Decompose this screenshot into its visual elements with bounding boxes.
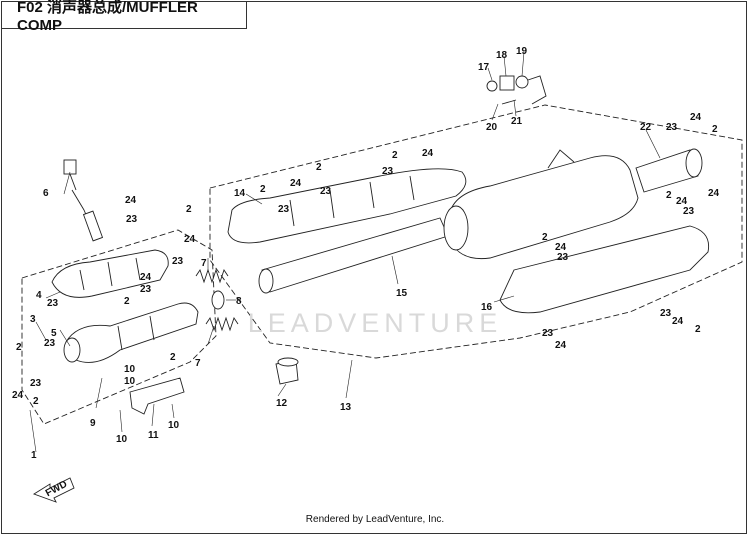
callout-8: 8 bbox=[236, 296, 242, 307]
callout-24: 24 bbox=[676, 196, 688, 207]
callout-24: 24 bbox=[140, 272, 152, 283]
fwd-arrow-icon bbox=[32, 477, 75, 503]
rear-assembly-outline bbox=[209, 104, 743, 359]
callout-10: 10 bbox=[124, 376, 136, 387]
callout-23: 23 bbox=[542, 328, 554, 339]
footer-credit: Rendered by LeadVenture, Inc. bbox=[305, 514, 445, 525]
callout-2: 2 bbox=[186, 204, 192, 215]
callout-2: 2 bbox=[16, 342, 22, 353]
callout-2: 2 bbox=[712, 124, 718, 135]
spring-lower bbox=[205, 316, 239, 332]
o2-sensor bbox=[63, 159, 104, 242]
callout-23: 23 bbox=[140, 284, 152, 295]
callout-2: 2 bbox=[316, 162, 322, 173]
callout-22: 22 bbox=[640, 122, 652, 133]
grommet bbox=[275, 357, 299, 385]
callout-2: 2 bbox=[124, 296, 130, 307]
muffler-heat-shield bbox=[499, 225, 710, 314]
callout-20: 20 bbox=[486, 122, 498, 133]
callout-11: 11 bbox=[148, 430, 159, 441]
watermark: LEADVENTURE bbox=[247, 308, 503, 338]
callout-2: 2 bbox=[695, 324, 701, 335]
callout-12: 12 bbox=[276, 398, 288, 409]
callout-23: 23 bbox=[44, 338, 56, 349]
callout-23: 23 bbox=[683, 206, 695, 217]
callout-23: 23 bbox=[660, 308, 672, 319]
callout-24: 24 bbox=[555, 340, 567, 351]
callout-5: 5 bbox=[51, 328, 57, 339]
callout-23: 23 bbox=[126, 214, 138, 225]
callout-24: 24 bbox=[12, 390, 24, 401]
front-pipe bbox=[63, 302, 199, 363]
callout-10: 10 bbox=[124, 364, 136, 375]
callout-23: 23 bbox=[382, 166, 394, 177]
callout-10: 10 bbox=[116, 434, 128, 445]
callout-23: 23 bbox=[557, 252, 569, 263]
mount-bracket bbox=[129, 377, 185, 415]
callout-2: 2 bbox=[392, 150, 398, 161]
callout-7: 7 bbox=[195, 358, 201, 369]
callout-23: 23 bbox=[278, 204, 290, 215]
gasket bbox=[211, 290, 225, 310]
callout-7: 7 bbox=[201, 258, 207, 269]
callout-10: 10 bbox=[168, 420, 180, 431]
mid-pipe-heat-shield bbox=[227, 168, 467, 244]
callout-21: 21 bbox=[511, 116, 523, 127]
callout-16: 16 bbox=[481, 302, 493, 313]
callout-14: 14 bbox=[234, 188, 246, 199]
callout-17: 17 bbox=[478, 62, 490, 73]
callout-labels: 1 2 2 2 2 2 2 2 2 2 2 2 2 3 4 5 6 7 7 8 … bbox=[12, 46, 720, 499]
callout-24: 24 bbox=[125, 195, 137, 206]
callout-24: 24 bbox=[290, 178, 302, 189]
leader-lines bbox=[29, 51, 661, 453]
callout-23: 23 bbox=[320, 186, 332, 197]
callout-24: 24 bbox=[708, 188, 720, 199]
callout-24: 24 bbox=[672, 316, 684, 327]
callout-23: 23 bbox=[30, 378, 42, 389]
callout-2: 2 bbox=[33, 396, 39, 407]
callout-9: 9 bbox=[90, 418, 96, 429]
callout-2: 2 bbox=[542, 232, 548, 243]
callout-4: 4 bbox=[36, 290, 42, 301]
callout-24: 24 bbox=[184, 234, 196, 245]
callout-23: 23 bbox=[47, 298, 59, 309]
callout-13: 13 bbox=[340, 402, 352, 413]
muffler-hanger bbox=[486, 75, 547, 105]
callout-15: 15 bbox=[396, 288, 408, 299]
callout-2: 2 bbox=[666, 190, 672, 201]
callout-2: 2 bbox=[170, 352, 176, 363]
callout-18: 18 bbox=[496, 50, 508, 61]
callout-1: 1 bbox=[31, 450, 37, 461]
callout-2: 2 bbox=[260, 184, 266, 195]
callout-23: 23 bbox=[172, 256, 184, 267]
callout-6: 6 bbox=[43, 188, 49, 199]
front-assembly-outline bbox=[21, 229, 217, 425]
callout-3: 3 bbox=[30, 314, 36, 325]
callout-24: 24 bbox=[422, 148, 434, 159]
callout-19: 19 bbox=[516, 46, 528, 57]
muffler-body bbox=[443, 149, 639, 260]
callout-24: 24 bbox=[555, 242, 567, 253]
spring-upper bbox=[195, 268, 229, 284]
callout-24: 24 bbox=[690, 112, 702, 123]
tail-pipe bbox=[635, 148, 703, 193]
callout-23: 23 bbox=[666, 122, 678, 133]
front-heat-shield bbox=[51, 249, 169, 298]
